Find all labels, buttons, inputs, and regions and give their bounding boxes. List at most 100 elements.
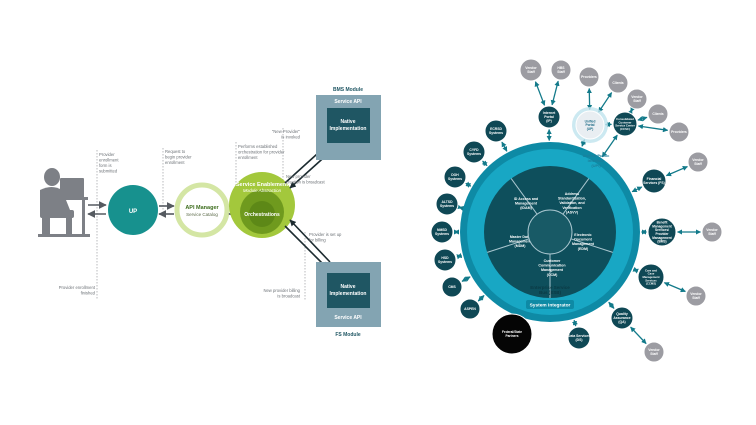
node-clients-1-label-line1: Clients [612, 81, 623, 85]
note-billing-broadcast-line1: New provider billing [263, 288, 300, 293]
fs-native-impl-line2: Implementation [330, 291, 367, 297]
node-care-case-label-line4: Services [645, 278, 657, 282]
node-cms: CMS [441, 276, 463, 298]
fs-module: Native Implementation Service API FS Mod… [316, 262, 381, 338]
connection-arrow [598, 92, 613, 113]
sector-access-line2: Management [515, 202, 538, 206]
note-creation-broadcast-line1: New provider [286, 174, 311, 179]
enterprise-architecture: ID Access andManagement(IDAM)AddressStan… [430, 58, 723, 363]
connection-arrow [456, 204, 465, 212]
node-benefits-label-line2: Management [652, 224, 672, 228]
node-customer-service-label-line2: Customer [618, 120, 632, 124]
sector-address-line2: Standardization, [558, 197, 586, 201]
sector-access-line1: ID Access and [514, 197, 538, 201]
note-creation-broadcast-line2: creation is broadcast [286, 180, 325, 185]
note-setup-billing-line1: Provider is set up [309, 232, 342, 237]
up-circle [108, 185, 158, 235]
note-new-provider-line1: "New Provider" [272, 129, 301, 134]
note-request-begin-line1: Request to [165, 149, 186, 154]
connection-arrow [571, 319, 578, 327]
connection-arrow [481, 160, 488, 167]
node-benefits-label-line3: Services/ [655, 228, 669, 232]
upi-label-line3: (UPI) [591, 163, 601, 168]
connection-arrow [631, 186, 643, 193]
sector-address-line1: Address [565, 192, 579, 196]
note-provider-submitted-line2: enrollment [99, 158, 119, 163]
node-quality-label-line2: Assurance [613, 316, 630, 320]
node-alts-label-line2: Systems [440, 204, 454, 208]
node-providers-1: Providers [578, 66, 600, 88]
node-clients-2: Clients [647, 103, 669, 125]
sector-ecm-line1: Electronic [574, 233, 591, 237]
connection-arrow [637, 124, 669, 133]
node-care-case-label-line3: Management [642, 275, 659, 279]
node-aspen-label-line1: ASPEN [464, 307, 476, 311]
service-enablement-title: Service Enablement [236, 182, 288, 188]
orchestrations-label: Orchestrations [244, 212, 280, 218]
node-vendor-staff-ccm-label-line1: Vendor [690, 292, 702, 296]
node-benefits-label-line4: Provider [656, 232, 670, 236]
fs-service-api: Service API [334, 315, 362, 321]
node-vendor-staff-fs-label-line2: Staff [694, 162, 702, 166]
connection-arrow [608, 301, 615, 309]
sector-ccm-line4: (CCM) [547, 273, 558, 277]
sector-divider [487, 238, 530, 253]
node-care-case-label-line5: (CCMS) [646, 282, 656, 286]
connection-arrow [534, 81, 546, 106]
sector-ecm-line2: Document [574, 238, 592, 242]
sector-address-line4: Verification [562, 206, 581, 210]
node-providers-2-label-line1: Providers [671, 130, 687, 134]
node-cyfd-label-line1: CYFD [469, 148, 479, 152]
node-vendor-staff-ccm-label-line2: Staff [692, 296, 700, 300]
node-aspen: ASPEN [459, 298, 481, 320]
connection-arrow [456, 253, 463, 260]
note-provider-submitted-line4: submitted [99, 169, 118, 174]
sector-address-line5: (ASVV) [566, 210, 579, 214]
node-care-case-label-line2: Case [648, 272, 655, 276]
node-data-services-label-line1: Data Services [568, 334, 590, 338]
sector-mdm-line3: (MDM) [515, 244, 527, 248]
api-manager-circle [174, 182, 230, 238]
fs-native-impl-box [327, 273, 370, 308]
node-vendor-staff-qa-label-line2: Staff [650, 352, 658, 356]
node-ecrsd-label-line1: ECRSD [490, 127, 502, 131]
node-alts-label-line1: ALTSD [441, 200, 453, 204]
sector-ccm-line2: Communication [538, 264, 565, 268]
bms-native-impl-line1: Native [340, 119, 355, 125]
api-manager-subtitle: Service Catalog [186, 212, 218, 217]
node-hbs-staff-label-line1: HBS [557, 66, 565, 70]
node-quality-label-line3: (QA) [618, 320, 625, 324]
connection-arrow [637, 116, 648, 122]
fs-native-impl-line1: Native [340, 284, 355, 290]
node-vendor-staff-2-label-line1: Vendor [631, 95, 643, 99]
node-internet-portal-label-line3: (IP) [546, 119, 551, 123]
node-financial-label-line1: Financial [647, 177, 662, 181]
esb-label-line2: Bus (ESB) [539, 290, 562, 295]
node-fed-partners-label-line2: Partners [506, 334, 519, 338]
node-benefits-label-line5: Management [652, 236, 672, 240]
connection-arrow [465, 181, 472, 188]
connection-arrow [630, 326, 647, 345]
system-integrator-label: System Integrator [530, 303, 571, 309]
node-nmsd-label-line2: Systems [435, 232, 449, 236]
note-request-begin-line2: begin provider [165, 155, 192, 160]
sector-mdm-line1: Master Data [510, 235, 531, 239]
hub-sectors: ID Access andManagement(IDAM)AddressStan… [487, 178, 613, 298]
node-benefits: BenefitManagementServices/ProviderManage… [647, 217, 677, 247]
node-data-services: Data Services(DS) [567, 326, 591, 350]
node-internet-portal-label-line1: Internet [543, 111, 556, 115]
node-ecrsd-label-line2: Systems [489, 131, 503, 135]
note-performs-line1: Performs established [238, 144, 278, 149]
system-integrator-band [526, 300, 574, 309]
node-financial-label-line2: Services (FS) [643, 181, 665, 185]
node-vendor-staff-bms-label-line1: Vendor [706, 228, 718, 232]
node-fed-partners-label-line1: Federal/State [502, 330, 522, 334]
node-unified-portal-label-line1: Unified [585, 119, 596, 123]
